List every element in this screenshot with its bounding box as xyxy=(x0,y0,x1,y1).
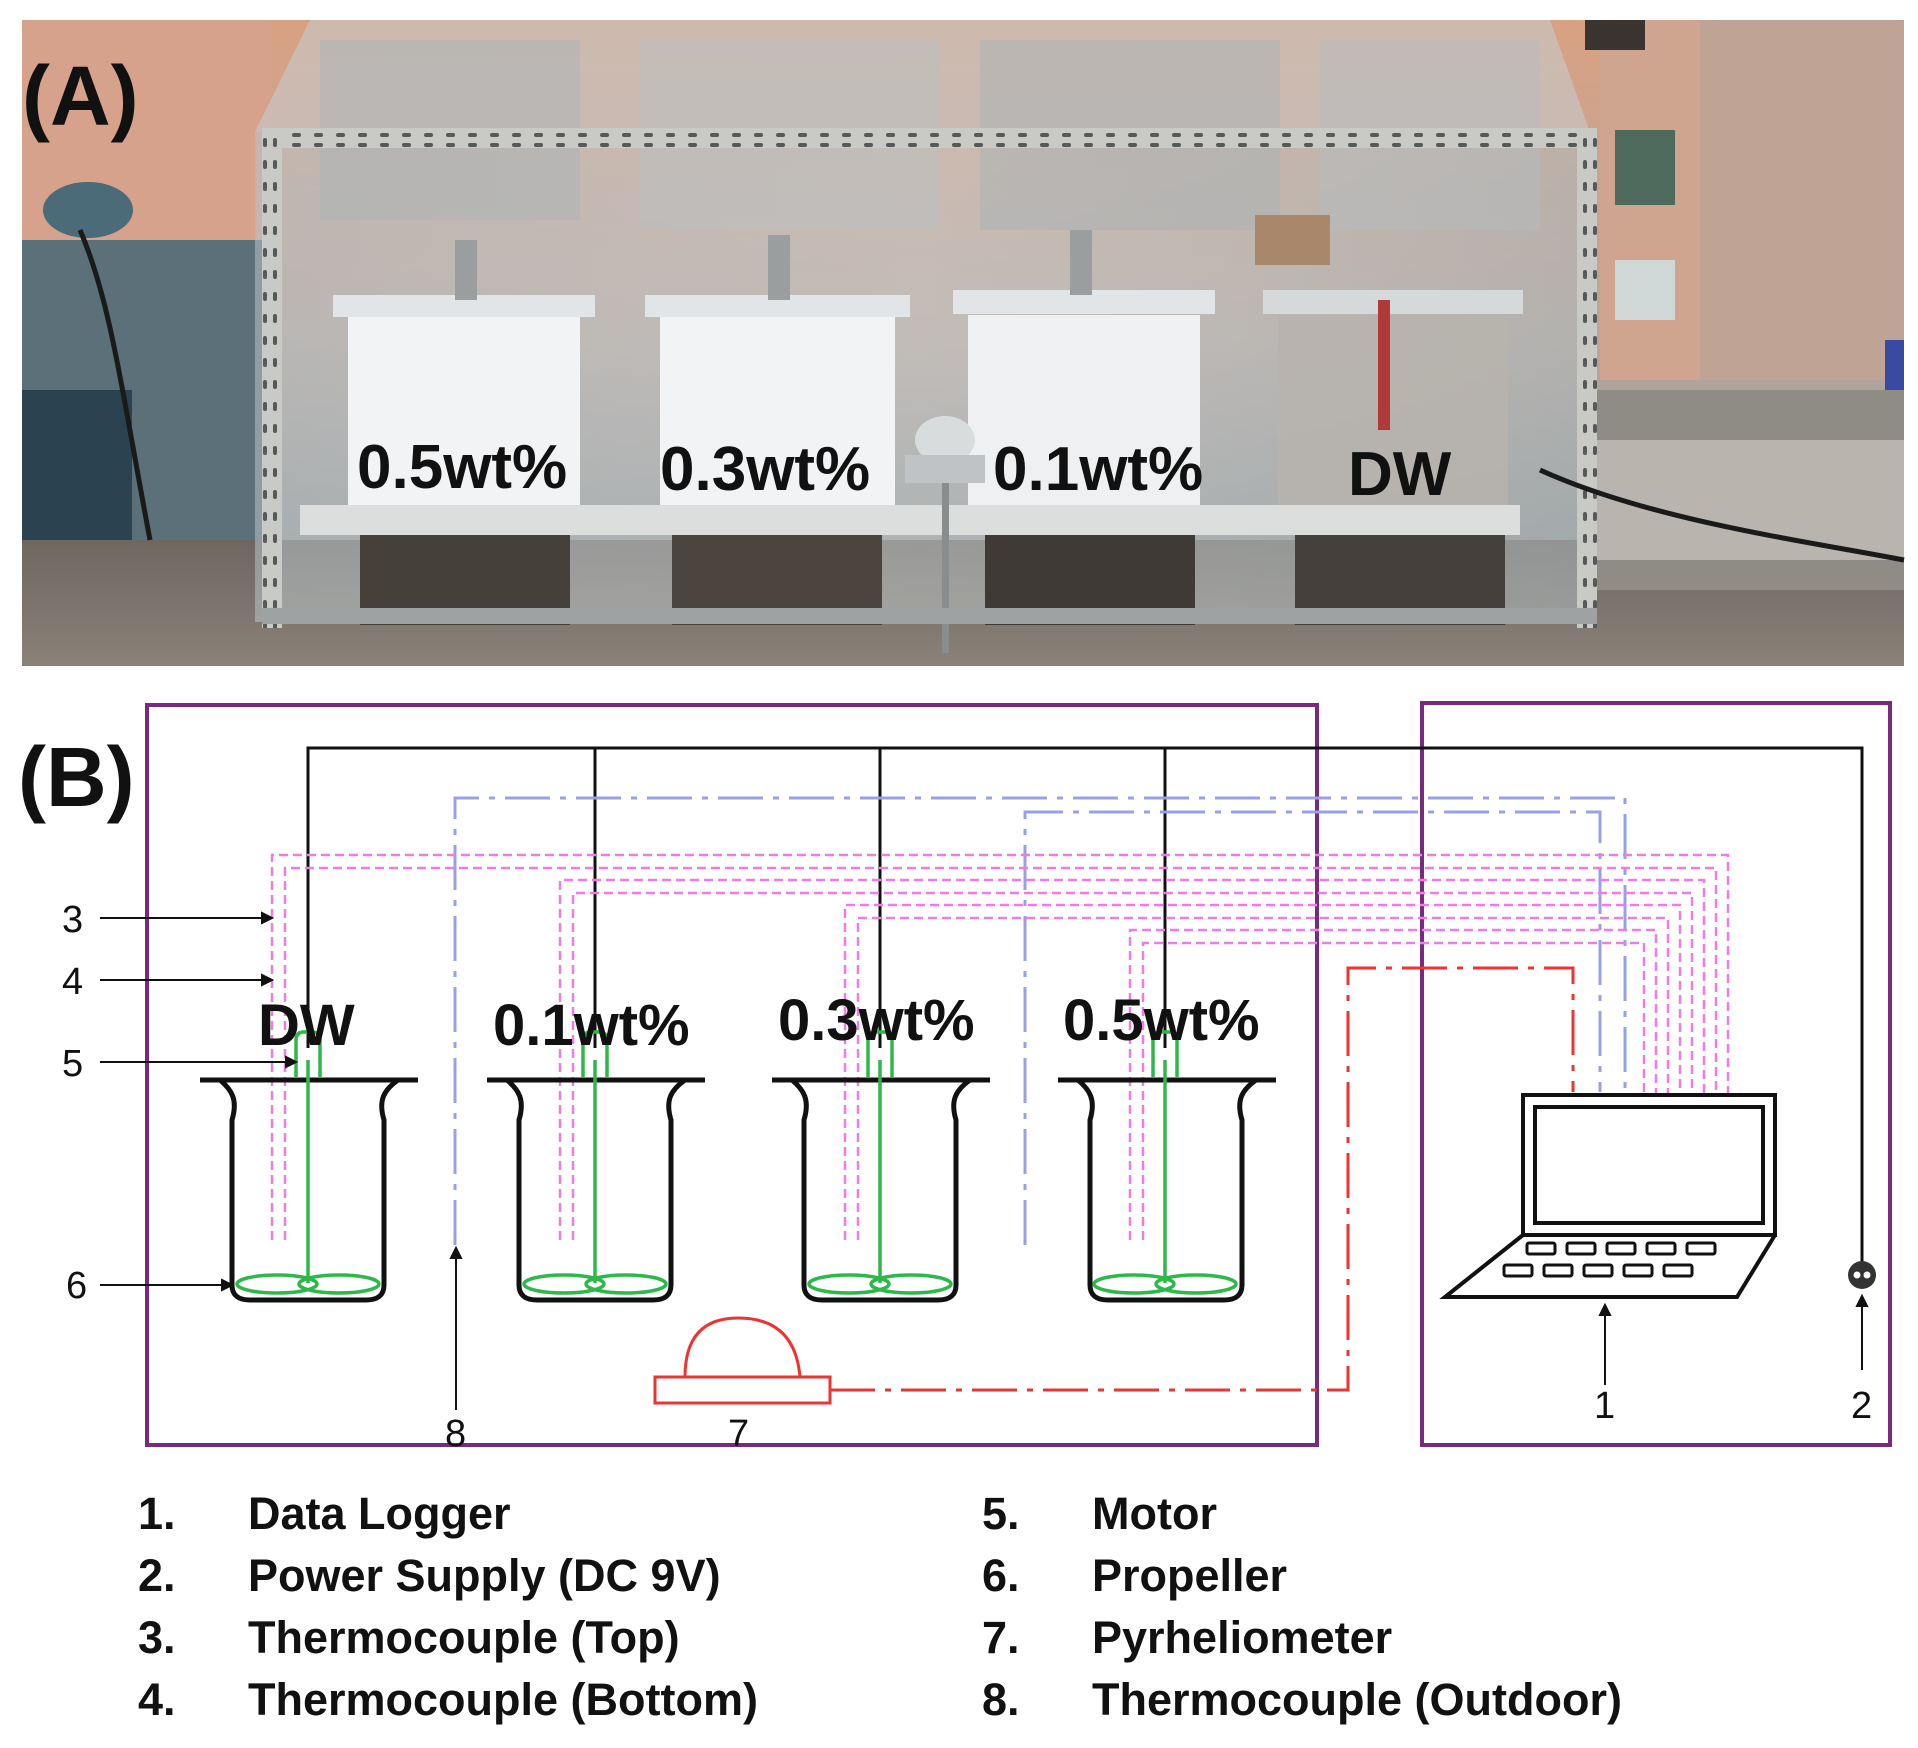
photo-sample-label-4: DW xyxy=(1348,440,1452,509)
callout-6: 6 xyxy=(66,1265,87,1307)
photo-beaker-4 xyxy=(1255,215,1523,525)
photo-beaker-3 xyxy=(953,230,1215,525)
power-plug-icon xyxy=(1848,1261,1876,1289)
callout-leaders xyxy=(100,911,1869,1410)
greenhouse-enclosure xyxy=(145,703,1319,1447)
callout-2: 2 xyxy=(1851,1385,1872,1427)
photo-sample-label-2: 0.3wt% xyxy=(660,435,870,504)
panel-b-schematic: (B) xyxy=(18,701,1892,1455)
beaker-label-4: 0.5wt% xyxy=(1063,988,1260,1053)
thermocouple-lines xyxy=(270,853,1730,1240)
callout-1: 1 xyxy=(1594,1385,1615,1427)
photo-sample-label-1: 0.5wt% xyxy=(357,433,567,502)
callout-4: 4 xyxy=(62,961,83,1003)
motor-propeller-2 xyxy=(522,1030,668,1295)
callout-7: 7 xyxy=(728,1413,749,1455)
logger-enclosure xyxy=(1420,701,1892,1447)
panel-a-label: (A) xyxy=(22,49,139,143)
callout-8: 8 xyxy=(445,1413,466,1455)
motor-propeller-3 xyxy=(807,1030,953,1295)
pyrheliometer-icon xyxy=(653,1316,832,1405)
laptop-icon xyxy=(1439,1093,1777,1299)
beaker-label-1: DW xyxy=(258,993,355,1058)
motor-propeller-4 xyxy=(1092,1030,1238,1295)
power-line xyxy=(306,746,1864,1265)
panel-a-photo: (A) 0.5wt% 0.3wt% 0.1wt% DW xyxy=(22,20,1905,666)
motor-propeller-1 xyxy=(235,1030,381,1295)
beaker-label-3: 0.3wt% xyxy=(778,988,975,1053)
pyrheliometer-line xyxy=(830,966,1575,1392)
photo-beaker-1 xyxy=(333,240,595,525)
callout-3: 3 xyxy=(62,899,83,941)
photo-sample-label-3: 0.1wt% xyxy=(993,435,1203,504)
outdoor-thermocouple-lines xyxy=(453,796,1627,1245)
beaker-4 xyxy=(1058,1077,1276,1303)
beaker-label-2: 0.1wt% xyxy=(493,993,690,1058)
photo-beaker-2 xyxy=(645,235,910,525)
callout-5: 5 xyxy=(62,1043,83,1085)
panel-b-label: (B) xyxy=(18,730,135,824)
